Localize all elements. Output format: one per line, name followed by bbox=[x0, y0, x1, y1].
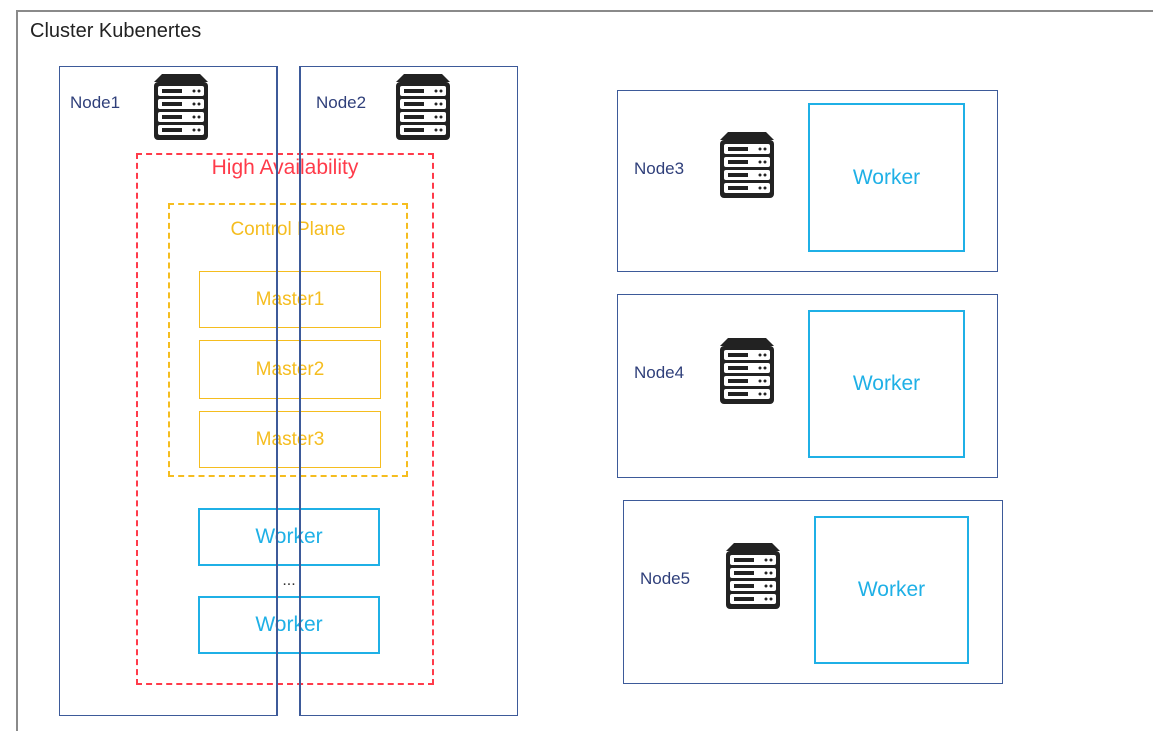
worker-box: Worker bbox=[198, 596, 380, 654]
node5-box bbox=[623, 500, 1003, 684]
node5-label: Node5 bbox=[640, 569, 691, 588]
server-icon bbox=[722, 541, 784, 611]
worker-box: Worker bbox=[198, 508, 380, 566]
high-availability-box bbox=[136, 153, 434, 685]
node3-label: Node3 bbox=[634, 159, 685, 178]
ellipsis: ... bbox=[282, 572, 296, 589]
cluster-frame bbox=[16, 10, 1153, 731]
server-icon bbox=[150, 72, 212, 142]
server-icon bbox=[716, 130, 778, 200]
master-box: Master2 bbox=[199, 340, 381, 399]
worker-box: Worker bbox=[808, 310, 965, 458]
worker-box: Worker bbox=[808, 103, 965, 252]
high-availability-label: High Availability bbox=[211, 156, 359, 179]
master-box: Master1 bbox=[199, 271, 381, 328]
node3-box bbox=[617, 90, 998, 272]
node2-label: Node2 bbox=[316, 93, 367, 112]
control-plane-box bbox=[168, 203, 408, 477]
server-icon bbox=[716, 336, 778, 406]
node4-box bbox=[617, 294, 998, 478]
node-boundary-line bbox=[299, 66, 301, 716]
cluster-title: Cluster Kubenertes bbox=[30, 20, 202, 42]
worker-box: Worker bbox=[814, 516, 969, 664]
control-plane-label: Control Plane bbox=[230, 219, 346, 240]
node-boundary-line bbox=[276, 66, 278, 716]
node4-label: Node4 bbox=[634, 363, 685, 382]
node1-label: Node1 bbox=[70, 93, 121, 112]
master-box: Master3 bbox=[199, 411, 381, 468]
server-icon bbox=[392, 72, 454, 142]
